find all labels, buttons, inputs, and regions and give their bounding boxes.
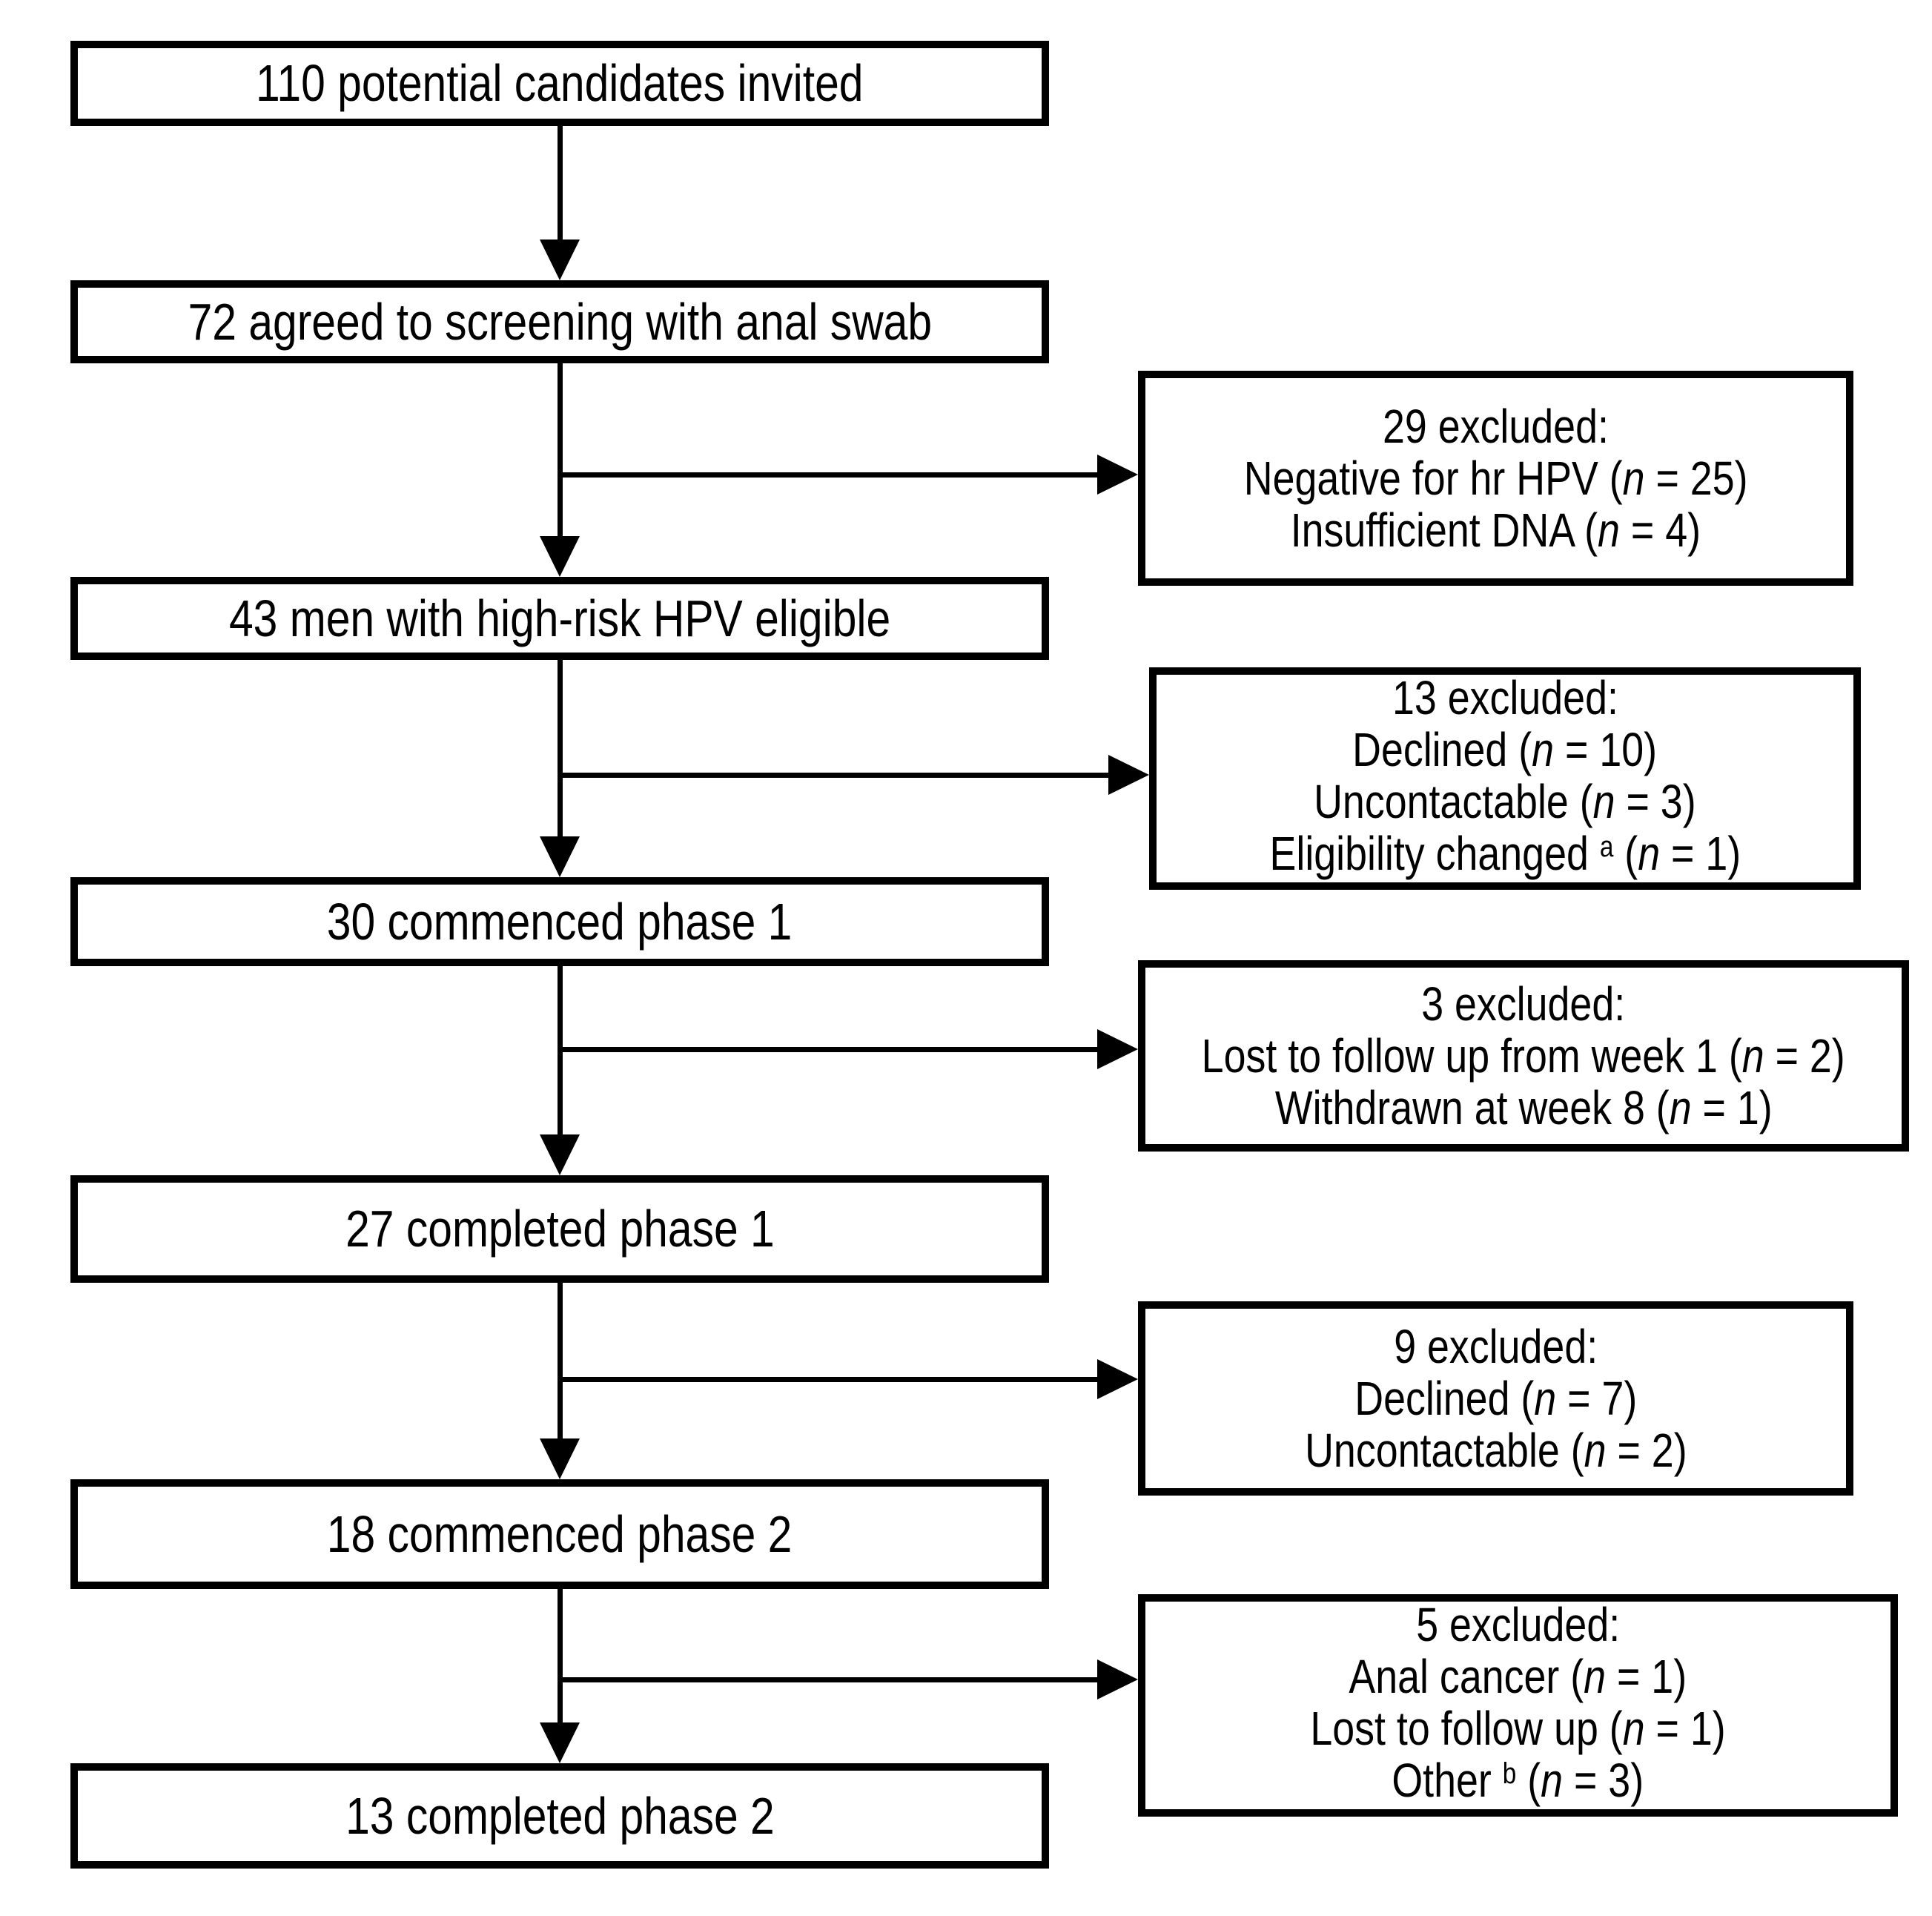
branch-line: [558, 773, 1108, 778]
flow-box-invited: 110 potential candidates invited: [70, 41, 1049, 126]
exclusion-item-text: Uncontactable (: [1314, 774, 1593, 828]
n-variable: n: [1637, 826, 1660, 880]
exclusion-item-count: = 7): [1555, 1372, 1637, 1425]
branch-line: [558, 1377, 1097, 1382]
exclusion-item-count: = 2): [1764, 1029, 1846, 1083]
arrow-right-icon: [1097, 1029, 1138, 1069]
connector-line: [558, 1589, 563, 1724]
branch-line: [558, 1047, 1097, 1052]
arrow-right-icon: [1097, 1359, 1138, 1399]
exclusion-item-count: = 1): [1659, 826, 1741, 880]
flow-box-commenced-phase1: 30 commenced phase 1: [70, 877, 1049, 966]
flow-box-commenced-phase2: 18 commenced phase 2: [70, 1479, 1049, 1589]
exclusion-item-text: (: [1516, 1753, 1541, 1807]
branch-line: [558, 1677, 1097, 1682]
exclusion-title: 9 excluded:: [1394, 1320, 1598, 1373]
exclusion-item: Insufficient DNA (n = 4): [1291, 504, 1701, 556]
exclusion-item: Lost to follow up (n = 1): [1310, 1702, 1725, 1754]
exclusion-item-text: Lost to follow up (: [1310, 1701, 1623, 1755]
exclusion-box-phase2-recruitment: 9 excluded: Declined (n = 7) Uncontactab…: [1138, 1301, 1853, 1496]
exclusion-item: Negative for hr HPV (n = 25): [1244, 452, 1748, 504]
flow-box-label: 27 completed phase 1: [345, 1200, 775, 1258]
exclusion-item-count: = 10): [1554, 722, 1658, 776]
exclusion-item-text: Eligibility changed: [1269, 826, 1600, 880]
exclusion-box-eligibility: 13 excluded: Declined (n = 10) Uncontact…: [1149, 667, 1861, 890]
arrow-right-icon: [1108, 755, 1149, 795]
exclusion-item: Uncontactable (n = 3): [1314, 776, 1696, 827]
connector-line: [558, 660, 563, 838]
arrow-right-icon: [1097, 1659, 1138, 1699]
exclusion-item-text: Declined (: [1352, 722, 1532, 776]
exclusion-item-count: = 1): [1644, 1701, 1726, 1755]
exclusion-item-count: = 2): [1606, 1424, 1687, 1477]
flow-box-eligible: 43 men with high-risk HPV eligible: [70, 577, 1049, 660]
arrow-down-icon: [540, 1722, 580, 1763]
exclusion-item-text: Lost to follow up from week 1 (: [1201, 1029, 1743, 1083]
exclusion-item-count: = 3): [1615, 774, 1696, 828]
exclusion-item-text: Declined (: [1354, 1372, 1535, 1425]
footnote-marker-b: b: [1503, 1757, 1517, 1790]
exclusion-item: Declined (n = 7): [1354, 1372, 1637, 1424]
n-variable: n: [1532, 722, 1555, 776]
n-variable: n: [1584, 1424, 1607, 1477]
exclusion-title: 13 excluded:: [1392, 670, 1618, 724]
flow-box-label: 13 completed phase 2: [345, 1786, 775, 1845]
exclusion-item-text: Anal cancer (: [1349, 1649, 1584, 1703]
exclusion-item: Eligibility changed a (n = 1): [1269, 827, 1741, 886]
exclusion-box-phase2-dropout: 5 excluded: Anal cancer (n = 1) Lost to …: [1138, 1594, 1898, 1817]
exclusion-item-text: Negative for hr HPV (: [1243, 452, 1623, 505]
flow-box-label: 30 commenced phase 1: [327, 892, 793, 951]
exclusion-title: 3 excluded:: [1421, 977, 1626, 1031]
arrow-down-icon: [540, 836, 580, 877]
n-variable: n: [1622, 452, 1645, 505]
n-variable: n: [1622, 1701, 1645, 1755]
exclusion-item-text: Withdrawn at week 8 (: [1274, 1081, 1670, 1134]
exclusion-item-count: = 25): [1644, 452, 1748, 505]
exclusion-item-text: Uncontactable (: [1304, 1424, 1584, 1477]
exclusion-item: Lost to follow up from week 1 (n = 2): [1202, 1030, 1845, 1082]
exclusion-item-count: = 1): [1606, 1649, 1687, 1703]
exclusion-item: Declined (n = 10): [1353, 724, 1658, 776]
n-variable: n: [1669, 1081, 1692, 1134]
flow-box-completed-phase1: 27 completed phase 1: [70, 1175, 1049, 1283]
connector-line: [558, 126, 563, 241]
n-variable: n: [1592, 774, 1615, 828]
arrow-down-icon: [540, 536, 580, 577]
branch-line: [558, 472, 1097, 478]
exclusion-item-count: = 3): [1563, 1753, 1644, 1807]
exclusion-box-phase1-dropout: 3 excluded: Lost to follow up from week …: [1138, 960, 1909, 1152]
exclusion-item: Anal cancer (n = 1): [1349, 1651, 1687, 1702]
flow-box-label: 43 men with high-risk HPV eligible: [228, 589, 891, 647]
connector-line: [558, 1283, 563, 1440]
n-variable: n: [1534, 1372, 1556, 1425]
arrow-down-icon: [540, 1134, 580, 1175]
n-variable: n: [1598, 503, 1621, 557]
exclusion-item-text: Insufficient DNA (: [1290, 503, 1598, 557]
exclusion-item-text: (: [1613, 826, 1638, 880]
flow-box-agreed-screening: 72 agreed to screening with anal swab: [70, 280, 1049, 363]
exclusion-item: Other b (n = 3): [1392, 1754, 1644, 1813]
n-variable: n: [1541, 1753, 1564, 1807]
footnote-marker-a: a: [1599, 830, 1614, 863]
exclusion-title: 29 excluded:: [1383, 400, 1609, 453]
exclusion-item: Withdrawn at week 8 (n = 1): [1275, 1082, 1773, 1134]
arrow-down-icon: [540, 240, 580, 280]
exclusion-item-count: = 1): [1691, 1081, 1773, 1134]
flow-box-label: 110 potential candidates invited: [256, 54, 864, 112]
exclusion-item-text: Other: [1392, 1753, 1503, 1807]
exclusion-item: Uncontactable (n = 2): [1305, 1424, 1687, 1476]
arrow-down-icon: [540, 1438, 580, 1479]
n-variable: n: [1742, 1029, 1764, 1083]
exclusion-title: 5 excluded:: [1416, 1597, 1620, 1651]
flow-box-completed-phase2: 13 completed phase 2: [70, 1763, 1049, 1869]
exclusion-box-screening: 29 excluded: Negative for hr HPV (n = 25…: [1138, 371, 1853, 586]
exclusion-item-count: = 4): [1620, 503, 1701, 557]
flow-box-label: 18 commenced phase 2: [327, 1504, 793, 1563]
arrow-right-icon: [1097, 455, 1138, 495]
n-variable: n: [1584, 1649, 1607, 1703]
flow-box-label: 72 agreed to screening with anal swab: [188, 292, 932, 351]
connector-line: [558, 363, 563, 538]
